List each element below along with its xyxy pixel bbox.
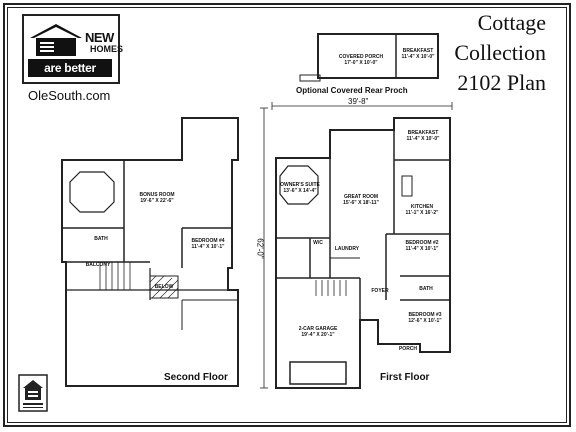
optional-porch-room: COVERED PORCH 17'-0" X 10'-0" (338, 54, 384, 66)
optional-porch-outline (317, 33, 439, 79)
logo-homes-text: HOMES (90, 44, 124, 54)
width-dimension: 39'-8" (348, 97, 369, 106)
first-floor-outline (275, 117, 451, 389)
sf-balcony: BALCONY (85, 262, 111, 268)
equal-housing-icon (18, 374, 48, 412)
title-line-1: Cottage (477, 10, 546, 35)
ff-bath: BATH (419, 286, 433, 292)
title-line-3: 2102 Plan (457, 70, 546, 95)
sf-below: BELOW (154, 284, 174, 290)
optional-breakfast-room: BREAKFAST 11'-4" X 10'-0" (401, 48, 435, 60)
outer-border (3, 3, 571, 427)
second-floor-label: Second Floor (164, 372, 228, 383)
optional-porch-caption: Optional Covered Rear Proch (296, 86, 408, 95)
sf-bath: BATH (94, 236, 108, 242)
website-link[interactable]: OleSouth.com (28, 88, 111, 103)
logo-tagline: are better (28, 59, 112, 77)
new-homes-logo: NEW HOMES are better (22, 14, 124, 84)
inner-border (7, 7, 567, 423)
first-floor-label: First Floor (380, 372, 430, 383)
title-line-2: Collection (454, 40, 546, 65)
logo-new-text: NEW (85, 30, 114, 45)
ff-foyer: FOYER (371, 288, 389, 294)
second-floor-outline (61, 117, 239, 387)
ff-wc: W/C (313, 240, 323, 246)
ff-laundry: LAUNDRY (334, 246, 360, 252)
house-logo-icon (30, 24, 82, 56)
ff-porch: PORCH (398, 346, 418, 352)
depth-dimension: 62'-0" (255, 238, 265, 259)
